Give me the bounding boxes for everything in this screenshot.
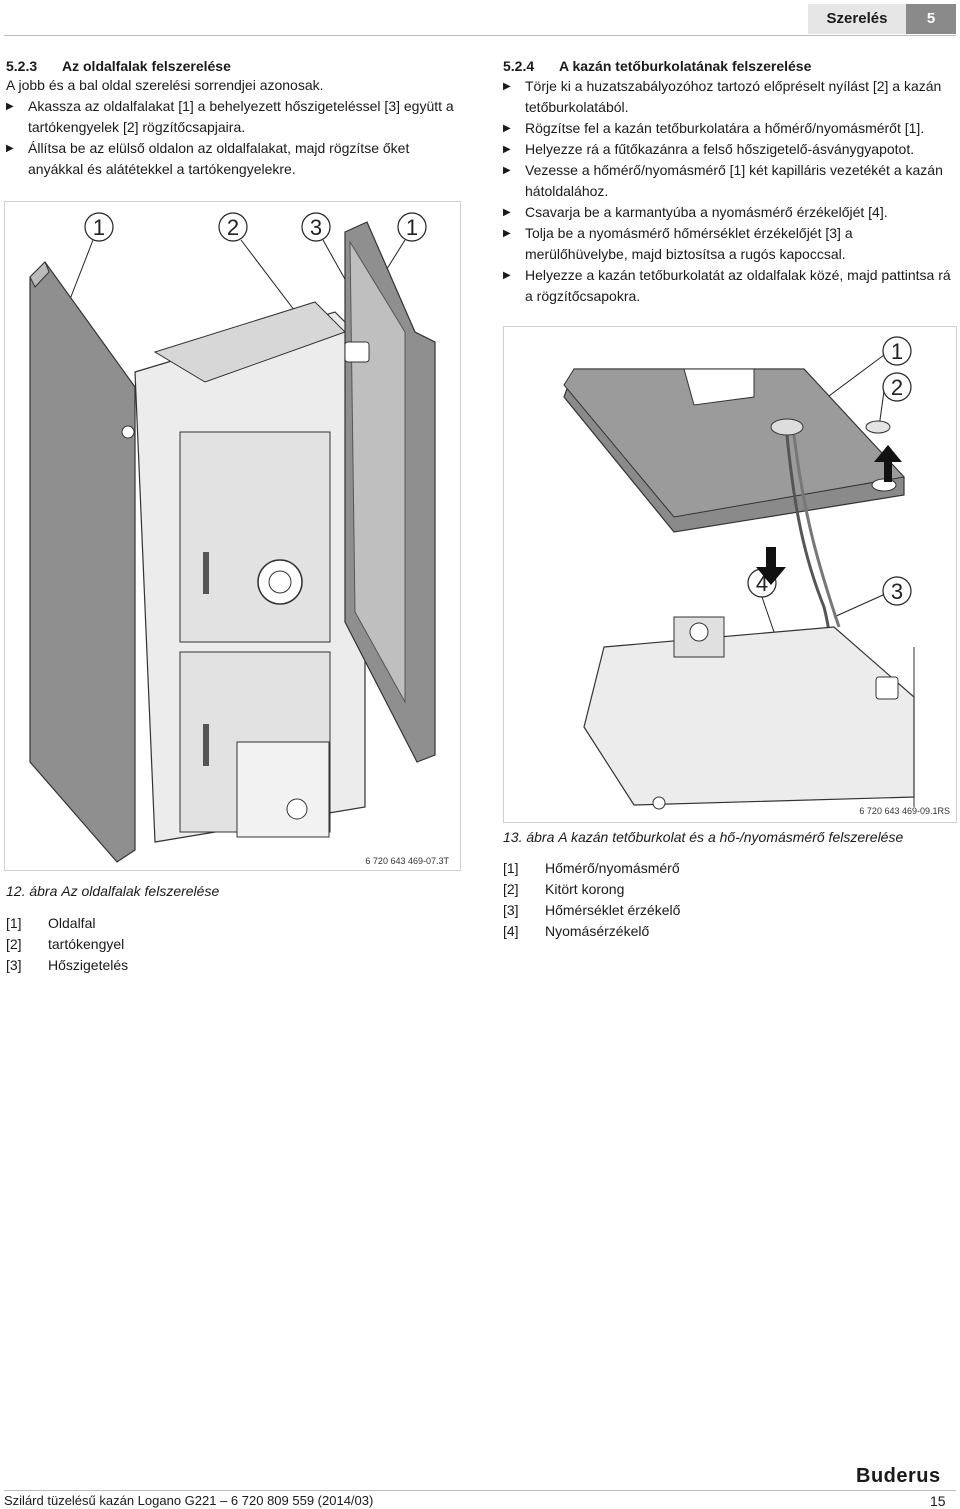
top-cover-illustration: 1 2 4 3 6 [563,336,950,816]
step-item: Csavarja be a karmantyúba a nyomásmérő é… [503,202,955,223]
figure-13-legend: [1]Hőmérő/nyomásmérő [2]Kitört korong [3… [503,858,680,942]
boiler-top-body [583,626,915,806]
caption-text: Az oldalfalak felszerelése [61,883,220,899]
heading-title: A kazán tetőburkolatának felszerelése [559,58,812,74]
figure-13-top-cover: 1 2 4 3 6 [503,326,957,823]
step-item: Törje ki a huzatszabályozóhoz tartozó el… [503,76,955,118]
step-item: Helyezze rá a fűtőkazánra a felső hőszig… [503,139,955,160]
callout-circle [84,212,114,242]
right-column: 5.2.4 A kazán tetőburkolatának felszerelé… [503,58,955,307]
door-handle [203,724,209,766]
footer-rule [4,1490,956,1491]
door-handle [203,552,209,594]
figure-12-legend: [1]Oldalfal [2]tartókengyel [3]Hőszigete… [6,913,128,976]
image-code: 6 720 643 469-09.1RS [859,806,950,816]
figure-13-caption: 13. ábra A kazán tetőburkolat és a hő-/n… [503,829,903,845]
legend-row: [2]tartókengyel [6,936,125,952]
header-chapter-number: 5 [906,4,956,34]
legend-row: [4]Nyomásérzékelő [503,923,650,939]
image-code: 6 720 643 469-07.3T [365,856,449,866]
callout-label: 2 [891,375,903,400]
heading-number: 5.2.3 [6,58,38,74]
step-item: Állítsa be az elülső oldalon az oldalfal… [6,138,464,180]
flue-sensor [344,341,370,363]
ash-door [236,741,330,838]
callout-label: 1 [93,215,105,240]
legend-row: [1]Hőmérő/nyomásmérő [503,860,680,876]
knocked-out-disc [865,420,891,434]
callout-label: 1 [891,339,903,364]
legend-row: [3]Hőszigetelés [6,957,129,973]
caption-number: 12. ábra [6,883,58,899]
left-side-wall [29,261,136,863]
header-rule [4,35,956,36]
boiler-side-walls-illustration: 1 2 3 1 [29,212,449,866]
left-steps-list: Akassza az oldalfalakat [1] a behelyezet… [6,96,464,180]
heading-title: Az oldalfalak felszerelése [62,58,231,74]
callout-label: 3 [310,215,322,240]
callout-label: 1 [406,215,418,240]
immersion-sleeve-cap [875,676,899,700]
callout-label: 3 [891,579,903,604]
caption-number: 13. ábra [503,829,555,845]
section-heading-5-2-4: 5.2.4 A kazán tetőburkolatának felszerelé… [503,58,955,74]
page-number: 15 [930,1493,946,1509]
air-regulator [257,559,303,605]
legend-row: [1]Oldalfal [6,915,96,931]
section-heading-5-2-3: 5.2.3 Az oldalfalak felszerelése [6,58,464,74]
callout-circle [397,212,427,242]
buderus-logo: Buderus [856,1465,941,1487]
callout-circle [218,212,248,242]
footer-document-info: Szilárd tüzelésű kazán Logano G221 – 6 7… [4,1493,374,1508]
step-item: Akassza az oldalfalakat [1] a behelyezet… [6,96,464,138]
gauge [770,418,804,436]
step-item: Rögzítse fel a kazán tetőburkolatára a h… [503,118,955,139]
step-item: Tolja be a nyomásmérő hőmérséklet érzéke… [503,223,955,265]
legend-row: [2]Kitört korong [503,881,625,897]
figure-12-side-walls: 1 2 3 1 [4,201,461,871]
upper-door [179,431,331,643]
cutout-notch [683,368,755,406]
header-section-title: Szerelés [808,4,906,34]
up-arrow [874,445,902,482]
right-steps-list: Törje ki a huzatszabályozóhoz tartozó el… [503,76,955,307]
caption-text: A kazán tetőburkolat és a hő-/nyomásmérő… [558,829,904,845]
intro-text: A jobb és a bal oldal szerelési sorrendj… [6,77,324,93]
heading-number: 5.2.4 [503,58,535,74]
down-arrow [756,547,786,585]
step-item: Helyezze a kazán tetőburkolatát az oldal… [503,265,955,307]
step-item: Vezesse a hőmérő/nyomásmérő [1] két kapi… [503,160,955,202]
callout-circle [301,212,331,242]
callout-label: 2 [227,215,239,240]
figure-12-caption: 12. ábra Az oldalfalak felszerelése [6,883,219,899]
ash-door-knob [286,798,308,820]
left-column: 5.2.3 Az oldalfalak felszerelése A jobb é… [6,58,464,180]
legend-row: [3]Hőmérséklet érzékelő [503,902,681,918]
